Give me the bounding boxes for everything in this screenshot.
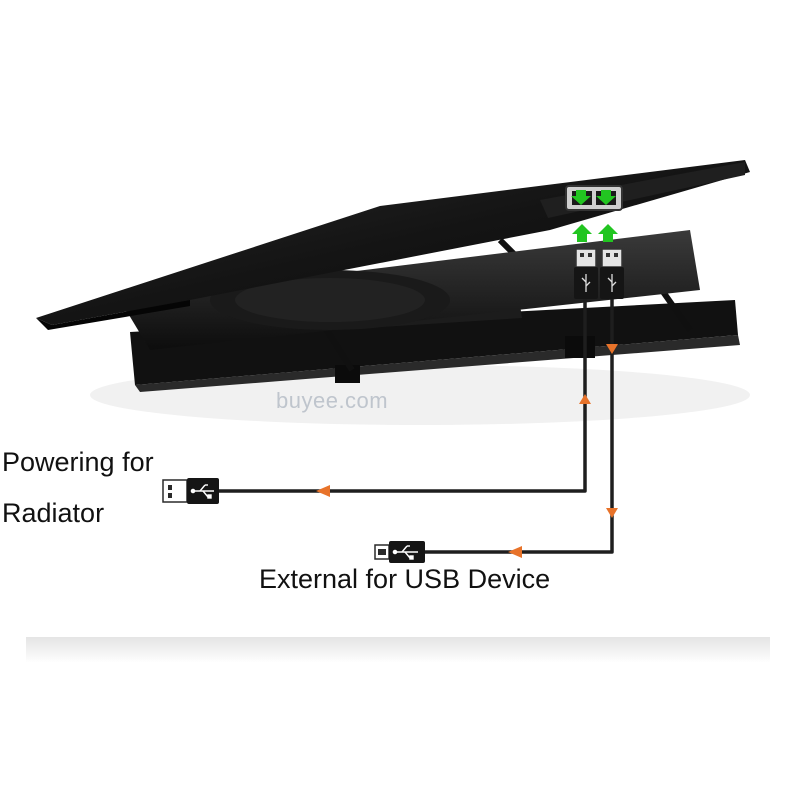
usb-plug-pair [574, 248, 624, 299]
arrow-down-icon [571, 190, 591, 205]
port-direction-arrows [571, 190, 618, 242]
arrow-up-icon [598, 224, 618, 242]
arrow-left-icon [316, 485, 330, 497]
arrow-down-icon [606, 508, 618, 518]
power-cable [217, 299, 587, 493]
external-usb-label: External for USB Device [259, 564, 551, 594]
flow-arrows [316, 344, 618, 558]
arrow-down-icon [596, 190, 616, 205]
power-usb-plug [162, 478, 219, 504]
arrow-down-icon [606, 344, 618, 354]
device-cable [424, 299, 614, 554]
fan-housing [120, 230, 700, 350]
arrow-up-icon [579, 394, 591, 404]
usb-icon [392, 545, 418, 560]
watermark: buyee.com [276, 388, 389, 413]
cables [217, 299, 614, 554]
powering-label-line1: Powering for [2, 447, 154, 477]
arrow-left-icon [508, 546, 522, 558]
powering-label-line2: Radiator [2, 498, 105, 528]
device-usb-plug [374, 541, 425, 563]
usb-icon [190, 484, 214, 499]
arrow-up-icon [572, 224, 592, 242]
floor-shadow [26, 637, 770, 663]
